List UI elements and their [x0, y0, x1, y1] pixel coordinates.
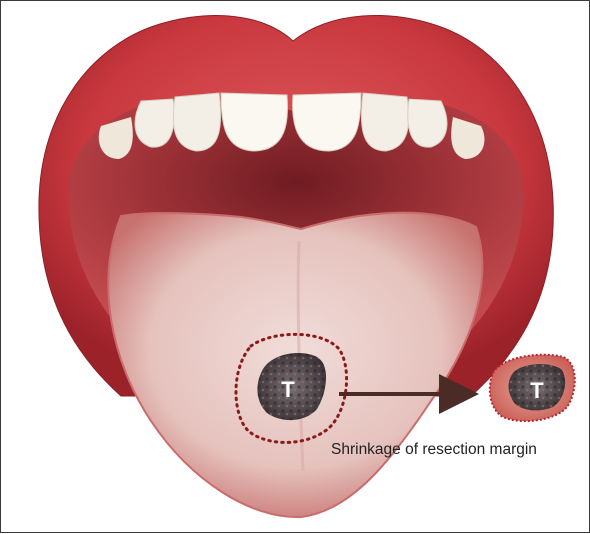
- caption: Shrinkage of resection margin: [331, 441, 537, 459]
- excised-tumor-label: T: [530, 378, 544, 403]
- tumor-label: T: [281, 377, 295, 402]
